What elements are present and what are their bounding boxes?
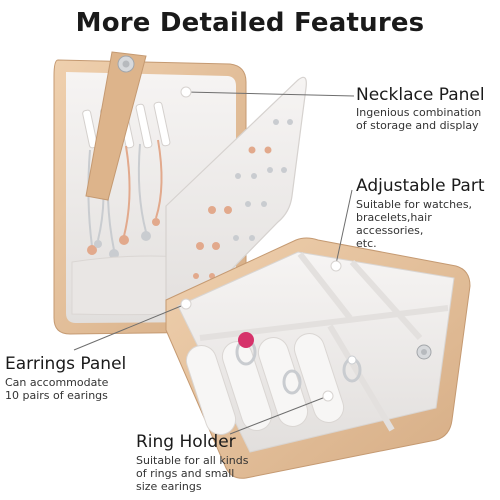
callout-line: Suitable for watches, — [356, 198, 473, 211]
earring-studs — [193, 119, 293, 279]
pendants — [87, 218, 160, 259]
earrings-panel — [165, 76, 307, 329]
callout-line: Ingenious combination — [356, 106, 482, 119]
page-title: More Detailed Features — [75, 8, 425, 38]
callout-line: 10 pairs of earings — [5, 389, 108, 402]
callout-line: size earings — [136, 480, 202, 493]
callout-line: of rings and small — [136, 467, 235, 480]
callout-connectors — [73, 86, 355, 435]
callout-earrings-panel-heading: Earrings Panel — [5, 354, 127, 374]
callout-line: Suitable for all kinds — [136, 454, 249, 467]
callout-necklace-panel-heading: Necklace Panel — [356, 85, 485, 105]
callout-adjustable-part-heading: Adjustable Part — [356, 176, 485, 196]
callout-ring-holder-heading: Ring Holder — [136, 432, 236, 452]
base-box — [165, 237, 471, 479]
callout-line: Can accommodate — [5, 376, 109, 389]
rings — [235, 332, 362, 395]
callout-line: of storage and display — [356, 119, 479, 132]
callout-line: etc. — [356, 237, 377, 250]
callout-line: bracelets,hair — [356, 211, 432, 224]
snap-strap — [85, 51, 147, 201]
callout-adjustable-part-desc: Suitable for watches, bracelets,hair acc… — [356, 198, 472, 250]
callout-earrings-panel-desc: Can accommodate 10 pairs of earings — [5, 376, 108, 402]
callout-ring-holder-desc: Suitable for all kinds of rings and smal… — [136, 454, 248, 493]
callout-line: accessories, — [356, 224, 424, 237]
callout-necklace-panel-desc: Ingenious combination of storage and dis… — [356, 106, 481, 132]
